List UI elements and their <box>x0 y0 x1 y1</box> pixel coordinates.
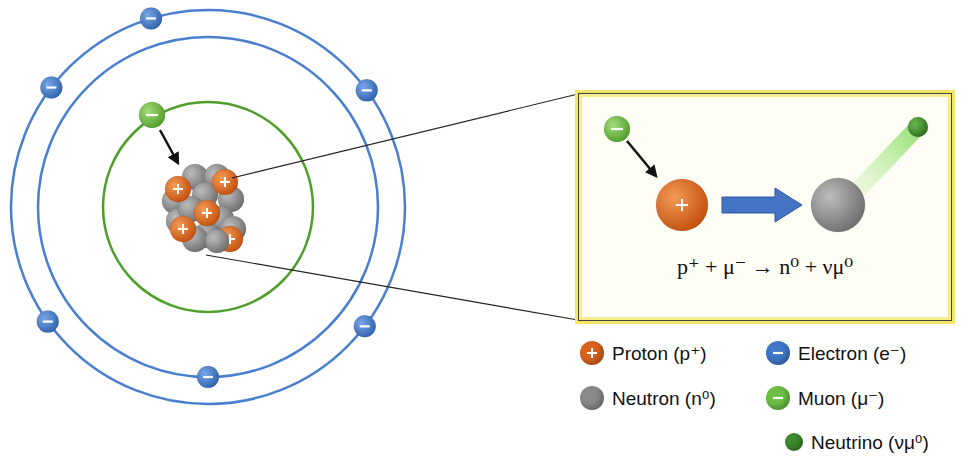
minus-sign <box>773 397 783 399</box>
neutron <box>205 229 229 253</box>
electron <box>40 77 62 99</box>
swatch-symbol <box>580 341 604 365</box>
capture-arrow <box>160 130 178 163</box>
plus-sign <box>587 348 597 358</box>
legend-entry: Proton (p⁺) <box>580 340 707 366</box>
plus-sign <box>173 184 183 194</box>
muon-orbit <box>103 102 313 312</box>
minus-sign <box>146 17 156 19</box>
zoom-box: p⁺ + μ⁻ → n⁰ + νμ⁰ <box>578 93 952 321</box>
minus-sign <box>611 128 623 130</box>
proton <box>165 176 191 202</box>
capture-arrow <box>627 141 656 176</box>
minus-sign <box>43 320 53 322</box>
legend-label: Muon (μ⁻) <box>798 387 884 410</box>
minus-sign <box>146 114 158 116</box>
outer-orbit <box>11 10 405 404</box>
zoom-line <box>206 255 578 320</box>
plus-sign <box>202 208 212 218</box>
atom <box>11 7 405 404</box>
legend-label: Electron (e⁻) <box>798 342 906 365</box>
legend-swatch <box>785 433 803 451</box>
zoom-ground <box>578 93 952 321</box>
minus-sign <box>773 352 783 354</box>
inner-orbit <box>38 37 378 377</box>
legend-entry: Neutrino (νμ⁰) <box>785 429 929 455</box>
legend-swatch <box>580 386 604 410</box>
proton <box>212 169 238 195</box>
electron <box>37 311 59 333</box>
zoom-illustration <box>578 93 952 321</box>
plus-sign <box>178 224 188 234</box>
swatch-symbol <box>766 386 790 410</box>
proton <box>194 200 220 226</box>
reaction-arrow <box>722 188 802 222</box>
neutron <box>811 178 865 232</box>
plus-sign <box>676 199 688 211</box>
reaction-equation: p⁺ + μ⁻ → n⁰ + νμ⁰ <box>579 254 951 280</box>
plus-sign <box>220 177 230 187</box>
minus-sign <box>46 86 56 88</box>
muon <box>604 116 630 142</box>
electron <box>197 366 219 388</box>
legend-label: Neutron (n⁰) <box>612 387 716 410</box>
electron <box>140 7 162 29</box>
electron <box>356 79 378 101</box>
neutrino <box>908 117 928 137</box>
minus-sign <box>362 89 372 91</box>
swatch-symbol <box>766 341 790 365</box>
zoom-line <box>232 94 578 178</box>
legend-entry: Neutron (n⁰) <box>580 385 716 411</box>
proton <box>170 216 196 242</box>
legend-label: Proton (p⁺) <box>612 342 707 365</box>
legend-swatch <box>580 341 604 365</box>
legend-label: Neutrino (νμ⁰) <box>811 431 929 454</box>
electron <box>354 315 376 337</box>
minus-sign <box>360 325 370 327</box>
muon <box>139 102 165 128</box>
legend-swatch <box>766 341 790 365</box>
minus-sign <box>203 376 213 378</box>
proton <box>656 179 708 231</box>
legend-entry: Muon (μ⁻) <box>766 385 884 411</box>
legend-entry: Electron (e⁻) <box>766 340 906 366</box>
legend-swatch <box>766 386 790 410</box>
